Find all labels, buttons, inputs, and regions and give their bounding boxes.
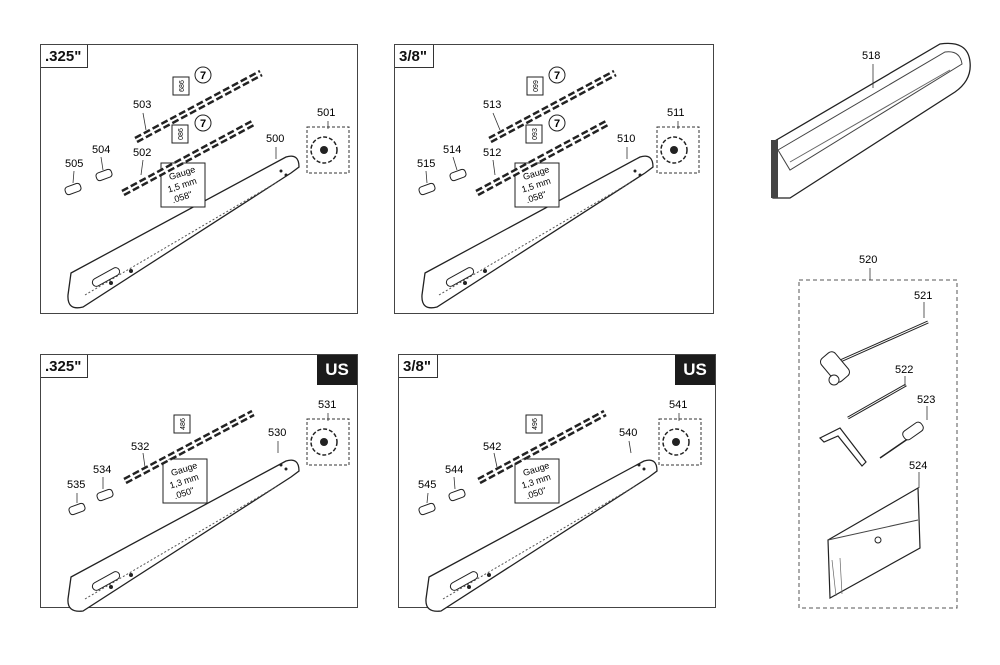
- callout-chain-a: 512: [483, 147, 502, 159]
- saw-chain-b: 099 7: [488, 66, 617, 144]
- parts-panel-325: .325" Gauge 1,5 mm .058" 086 7: [40, 44, 358, 314]
- toolkit-box: [798, 279, 958, 609]
- drive-sprocket: [658, 418, 702, 466]
- svg-text:686: 686: [179, 80, 186, 92]
- callout-522: 522: [895, 364, 914, 376]
- callout-toolkit: 520: [859, 254, 878, 266]
- svg-text:086: 086: [178, 128, 185, 140]
- panel-drawing: Gauge 1,5 mm .058" 093 7 099 7: [418, 66, 700, 309]
- callout-bar: 500: [266, 133, 285, 145]
- drive-sprocket: [656, 126, 700, 174]
- saw-chain-a: 496: [477, 409, 607, 485]
- parts-panel-38: 3/8" Gauge 1,5 mm .058" 093 7 099 7: [394, 44, 714, 314]
- callout-sprocket: 531: [318, 399, 337, 411]
- callout-link1: 534: [93, 464, 112, 476]
- callout-link2: 545: [418, 479, 437, 491]
- panel-title: 3/8": [395, 45, 434, 68]
- callout-chain-b: 503: [133, 99, 152, 111]
- panel-drawing: Gauge 1,3 mm .050" 486: [67, 409, 350, 612]
- callout-link2: 535: [67, 479, 86, 491]
- callout-chain-cover: 518: [862, 50, 881, 62]
- parts-panel-38-us: 3/8" US Gauge 1,3 mm .050" 496: [398, 354, 716, 612]
- file-tool: [847, 383, 907, 420]
- callout-sprocket: 501: [317, 107, 336, 119]
- panel-drawing: Gauge 1,5 mm .058" 086 7 686 7: [64, 66, 350, 309]
- gauge-tag: Gauge 1,3 mm .050": [514, 458, 560, 504]
- svg-text:496: 496: [532, 418, 539, 430]
- us-badge: US: [675, 355, 715, 385]
- guide-bar: [67, 459, 300, 612]
- panel-title: .325": [41, 355, 89, 378]
- panel-drawing: Gauge 1,3 mm .050" 496: [418, 409, 702, 612]
- callout-link1: 504: [92, 144, 111, 156]
- callout-chain-a: 532: [131, 441, 150, 453]
- callout-sprocket: 541: [669, 399, 688, 411]
- guide-bar: [425, 459, 658, 612]
- svg-text:7: 7: [200, 70, 206, 82]
- tool-pouch: [827, 486, 921, 600]
- svg-text:7: 7: [200, 118, 206, 130]
- guide-bar: [421, 155, 654, 309]
- chain-cover: [771, 42, 971, 199]
- repair-links: [418, 488, 466, 516]
- callout-524: 524: [909, 460, 928, 472]
- callout-sprocket: 511: [667, 107, 685, 119]
- callout-chain-a: 502: [133, 147, 152, 159]
- svg-text:486: 486: [180, 418, 187, 430]
- callout-523: 523: [917, 394, 936, 406]
- callout-bar: 530: [268, 427, 287, 439]
- callout-bar: 510: [617, 133, 636, 145]
- guide-bar: [67, 155, 300, 309]
- callout-link2: 505: [65, 158, 84, 170]
- drive-sprocket: [306, 126, 350, 174]
- callout-link2: 515: [417, 158, 436, 170]
- saw-chain-a: 086 7: [121, 114, 255, 197]
- svg-text:099: 099: [533, 80, 540, 92]
- screwdriver-tool: [879, 421, 924, 459]
- callout-521: 521: [914, 290, 933, 302]
- gauge-tag: Gauge 1,5 mm .058": [514, 162, 560, 208]
- svg-text:7: 7: [554, 70, 560, 82]
- us-badge: US: [317, 355, 357, 385]
- saw-chain-b: 686 7: [134, 66, 263, 144]
- svg-text:093: 093: [532, 128, 539, 140]
- saw-chain-a: 486: [123, 409, 255, 485]
- svg-text:7: 7: [554, 118, 560, 130]
- callout-link1: 514: [443, 144, 462, 156]
- callout-chain-b: 513: [483, 99, 502, 111]
- saw-chain-a: 093 7: [475, 114, 609, 197]
- repair-links: [418, 168, 467, 196]
- drive-sprocket: [306, 418, 350, 466]
- panel-title: .325": [41, 45, 89, 68]
- parts-panel-325-us: .325" US Gauge 1,3 mm .050" 486: [40, 354, 358, 612]
- allen-key-icon: [818, 427, 867, 467]
- gauge-tag: Gauge 1,5 mm .058": [160, 162, 206, 208]
- callout-link1: 544: [445, 464, 464, 476]
- repair-links: [68, 488, 114, 516]
- repair-links: [64, 168, 113, 196]
- panel-title: 3/8": [399, 355, 438, 378]
- callout-bar: 540: [619, 427, 638, 439]
- gauge-tag: Gauge 1,3 mm .050": [162, 458, 208, 504]
- callout-chain-a: 542: [483, 441, 502, 453]
